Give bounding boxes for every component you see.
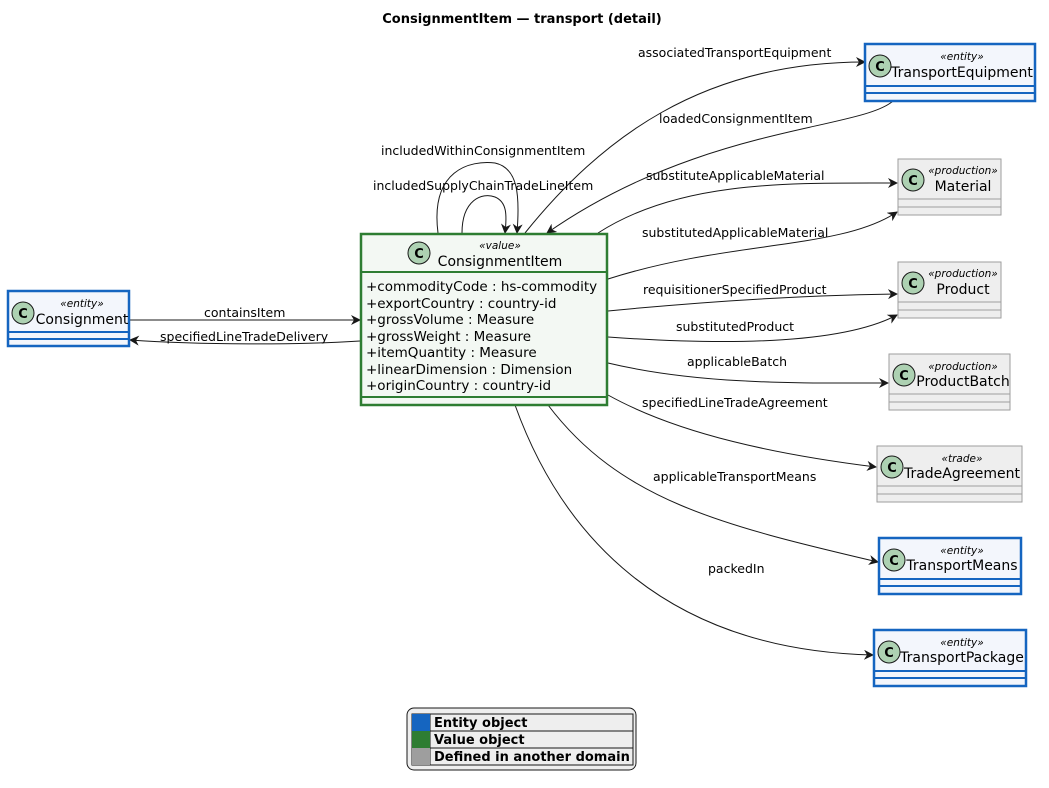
edge-labels: associatedTransportEquipment loadedConsi… — [160, 45, 831, 576]
label-substituted-product: substitutedProduct — [676, 319, 794, 334]
edge-requisitioner-specified-product — [607, 289, 898, 312]
class-circle-icon — [11, 301, 35, 325]
class-circle-icon — [868, 54, 892, 78]
edges — [129, 57, 898, 660]
class-glyph: C — [414, 247, 424, 262]
label-included-within-consignment-item: includedWithinConsignmentItem — [381, 143, 585, 158]
attribute-commodity-code: +commodityCode : hs-commodity — [366, 279, 597, 295]
attribute-item-quantity: +itemQuantity : Measure — [366, 345, 537, 361]
class-stereotype: «production» — [928, 165, 998, 177]
attribute-gross-volume: +grossVolume : Measure — [366, 312, 534, 328]
class-glyph: C — [889, 554, 899, 569]
class-stereotype: «entity» — [940, 545, 983, 557]
class-circle-icon — [880, 455, 904, 479]
class-name: TransportMeans — [905, 558, 1017, 574]
class-consignment-item[interactable]: C «value» ConsignmentItem +commodityCode… — [359, 232, 609, 407]
edge-substituted-applicable-material — [607, 211, 898, 280]
class-glyph: C — [908, 174, 918, 189]
edge-included-supply-chain-trade-line-item — [461, 195, 511, 234]
class-name: Product — [936, 282, 990, 298]
class-glyph: C — [18, 307, 28, 322]
legend-label-entity: Entity object — [434, 716, 527, 731]
edge-loaded-consignment-item — [546, 100, 894, 234]
label-applicable-batch: applicableBatch — [687, 354, 787, 369]
label-specified-line-trade-delivery: specifiedLineTradeDelivery — [160, 329, 329, 344]
class-stereotype: «entity» — [940, 637, 983, 649]
class-glyph: C — [875, 60, 885, 75]
class-stereotype: «entity» — [60, 298, 103, 310]
class-transport-means[interactable]: C «entity» TransportMeans — [877, 536, 1023, 596]
legend-swatch-external — [412, 748, 430, 765]
legend: Entity object Value object Defined in an… — [406, 707, 637, 771]
legend-label-external: Defined in another domain — [434, 750, 630, 765]
class-glyph: C — [908, 277, 918, 292]
class-circle-icon — [882, 548, 906, 572]
edge-applicable-transport-means — [547, 404, 879, 565]
class-stereotype: «trade» — [942, 453, 983, 465]
edge-associated-transport-equipment — [524, 57, 866, 234]
class-circle-icon — [901, 271, 925, 295]
legend-label-value: Value object — [434, 733, 525, 748]
label-included-supply-chain-trade-line-item: includedSupplyChainTradeLineItem — [373, 178, 593, 193]
edge-applicable-batch — [607, 362, 889, 389]
label-applicable-transport-means: applicableTransportMeans — [653, 469, 816, 484]
class-name: TradeAgreement — [903, 466, 1021, 482]
attribute-gross-weight: +grossWeight : Measure — [366, 329, 531, 345]
diagram-title: ConsignmentItem — transport (detail) — [382, 12, 661, 27]
label-substitute-applicable-material: substituteApplicableMaterial — [646, 168, 824, 183]
class-material[interactable]: C «production» Material — [897, 158, 1002, 216]
class-name: TransportPackage — [899, 650, 1024, 666]
class-name: Material — [935, 179, 992, 195]
class-trade-agreement[interactable]: C «trade» TradeAgreement — [876, 445, 1023, 503]
class-transport-package[interactable]: C «entity» TransportPackage — [872, 628, 1028, 688]
class-circle-icon — [901, 168, 925, 192]
label-associated-transport-equipment: associatedTransportEquipment — [638, 45, 831, 60]
class-glyph: C — [899, 369, 909, 384]
edge-packed-in — [514, 404, 874, 660]
class-circle-icon — [892, 363, 916, 387]
label-specified-line-trade-agreement: specifiedLineTradeAgreement — [642, 395, 828, 410]
edge-specified-line-trade-agreement — [607, 394, 877, 471]
label-loaded-consignment-item: loadedConsignmentItem — [659, 111, 813, 126]
edge-substituted-product — [607, 314, 898, 343]
class-glyph: C — [884, 646, 894, 661]
legend-swatch-value — [412, 731, 430, 748]
class-stereotype: «value» — [479, 240, 521, 252]
class-product-batch[interactable]: C «production» ProductBatch — [888, 353, 1011, 411]
label-substituted-applicable-material: substitutedApplicableMaterial — [642, 225, 828, 240]
class-name: Consignment — [36, 312, 129, 328]
class-stereotype: «production» — [928, 268, 998, 280]
class-circle-icon — [877, 640, 901, 664]
class-name: ProductBatch — [916, 374, 1009, 390]
edge-included-within-consignment-item — [436, 162, 523, 234]
class-glyph: C — [887, 461, 897, 476]
label-packed-in: packedIn — [708, 561, 765, 576]
attribute-origin-country: +originCountry : country-id — [366, 378, 551, 394]
class-stereotype: «entity» — [940, 51, 983, 63]
edge-substitute-applicable-material — [597, 177, 898, 234]
class-name: TransportEquipment — [890, 65, 1033, 81]
label-requisitioner-specified-product: requisitionerSpecifiedProduct — [643, 282, 827, 297]
class-circle-icon — [407, 241, 431, 265]
edge-specified-line-trade-delivery — [129, 335, 361, 346]
class-product[interactable]: C «production» Product — [897, 261, 1002, 319]
label-contains-item: containsItem — [204, 305, 285, 320]
class-consignment[interactable]: C «entity» Consignment — [6, 289, 131, 348]
class-name: ConsignmentItem — [438, 254, 563, 270]
class-stereotype: «production» — [928, 361, 998, 373]
legend-swatch-entity — [412, 714, 430, 731]
attribute-linear-dimension: +linearDimension : Dimension — [366, 362, 572, 378]
attribute-export-country: +exportCountry : country-id — [366, 296, 556, 312]
class-transport-equipment[interactable]: C «entity» TransportEquipment — [863, 42, 1037, 103]
